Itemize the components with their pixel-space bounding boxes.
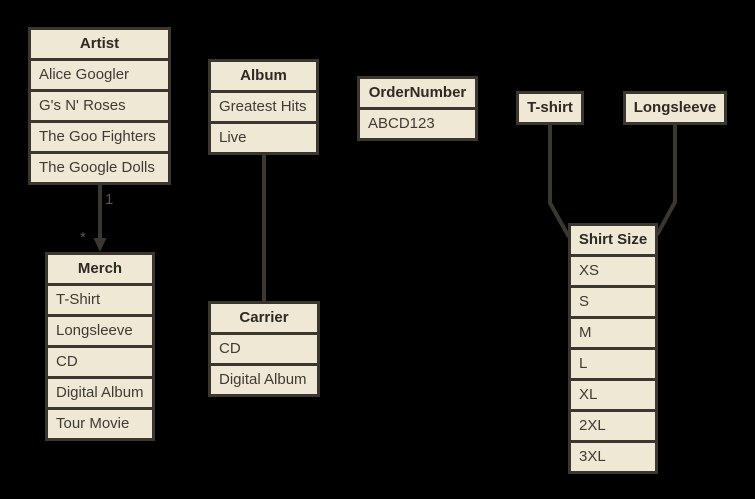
shirt-size-table[interactable]: Shirt Size XS S M L XL 2XL 3XL xyxy=(568,223,658,474)
table-row[interactable]: 2XL xyxy=(571,412,655,443)
table-row[interactable]: L xyxy=(571,350,655,381)
edge-longsleeve-to-shirt-size[interactable] xyxy=(655,125,677,236)
order-number-table[interactable]: OrderNumber ABCD123 xyxy=(357,76,478,141)
carrier-table-title: Carrier xyxy=(211,304,317,335)
order-number-table-title: OrderNumber xyxy=(360,79,475,110)
merch-table[interactable]: Merch T-Shirt Longsleeve CD Digital Albu… xyxy=(45,252,155,441)
longsleeve-node-title: Longsleeve xyxy=(633,99,717,116)
edge-artist-to-merch[interactable]: 1 * xyxy=(80,185,113,252)
table-row[interactable]: ABCD123 xyxy=(368,115,435,132)
table-row[interactable]: Longsleeve xyxy=(48,317,152,348)
table-row[interactable]: CD xyxy=(211,335,317,366)
table-row[interactable]: Tour Movie xyxy=(56,415,130,432)
longsleeve-node[interactable]: Longsleeve xyxy=(623,91,727,125)
edge-tshirt-to-shirt-size[interactable] xyxy=(548,125,571,238)
table-row[interactable]: XL xyxy=(571,381,655,412)
tshirt-node-title: T-shirt xyxy=(527,99,573,116)
artist-table[interactable]: Artist Alice Googler G's N' Roses The Go… xyxy=(28,27,171,185)
carrier-table[interactable]: Carrier CD Digital Album xyxy=(208,301,320,397)
table-row[interactable]: Digital Album xyxy=(48,379,152,410)
table-row[interactable]: M xyxy=(571,319,655,350)
table-row[interactable]: The Google Dolls xyxy=(39,159,155,176)
table-row[interactable]: S xyxy=(571,288,655,319)
tshirt-node[interactable]: T-shirt xyxy=(516,91,584,125)
table-row[interactable]: Alice Googler xyxy=(31,61,168,92)
arrowhead-icon xyxy=(93,238,107,252)
artist-table-title: Artist xyxy=(31,30,168,61)
table-row[interactable]: T-Shirt xyxy=(48,286,152,317)
edge-target-multiplicity: * xyxy=(80,229,86,246)
table-row[interactable]: G's N' Roses xyxy=(31,92,168,123)
merch-table-title: Merch xyxy=(48,255,152,286)
shirt-size-table-title: Shirt Size xyxy=(571,226,655,257)
table-row[interactable]: Greatest Hits xyxy=(211,93,316,124)
album-table[interactable]: Album Greatest Hits Live xyxy=(208,59,319,155)
table-row[interactable]: XS xyxy=(571,257,655,288)
table-row[interactable]: Live xyxy=(219,129,247,146)
album-table-title: Album xyxy=(211,62,316,93)
edge-source-multiplicity: 1 xyxy=(105,191,113,208)
table-row[interactable]: 3XL xyxy=(579,448,606,465)
table-row[interactable]: CD xyxy=(48,348,152,379)
table-row[interactable]: Digital Album xyxy=(219,371,307,388)
table-row[interactable]: The Goo Fighters xyxy=(31,123,168,154)
